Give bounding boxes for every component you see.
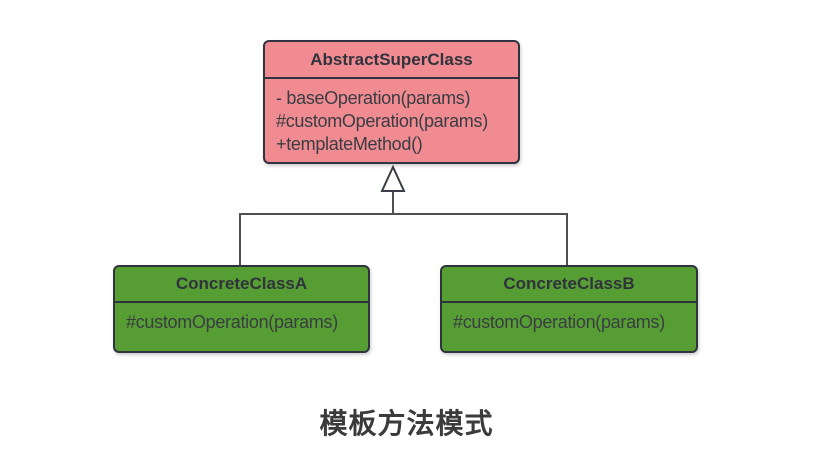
method-row: #customOperation(params) [453,312,665,332]
class-methods: - baseOperation(params) #customOperation… [265,79,518,162]
class-methods: #customOperation(params) [115,303,368,340]
method-row: #customOperation(params) [276,111,488,131]
diagram-title: 模板方法模式 [319,408,494,439]
method-row: - baseOperation(params) [276,88,471,108]
method-row: +templateMethod() [276,134,423,154]
class-name: AbstractSuperClass [265,42,518,79]
class-name: ConcreteClassB [442,267,696,303]
class-methods: #customOperation(params) [442,303,696,340]
method-row: #customOperation(params) [126,312,338,332]
class-box-concrete-class-b: ConcreteClassB #customOperation(params) [440,265,698,353]
inheritance-triangle-icon [380,164,406,192]
class-box-concrete-class-a: ConcreteClassA #customOperation(params) [113,265,370,353]
class-name: ConcreteClassA [115,267,368,303]
class-box-abstract-super-class: AbstractSuperClass - baseOperation(param… [263,40,520,164]
